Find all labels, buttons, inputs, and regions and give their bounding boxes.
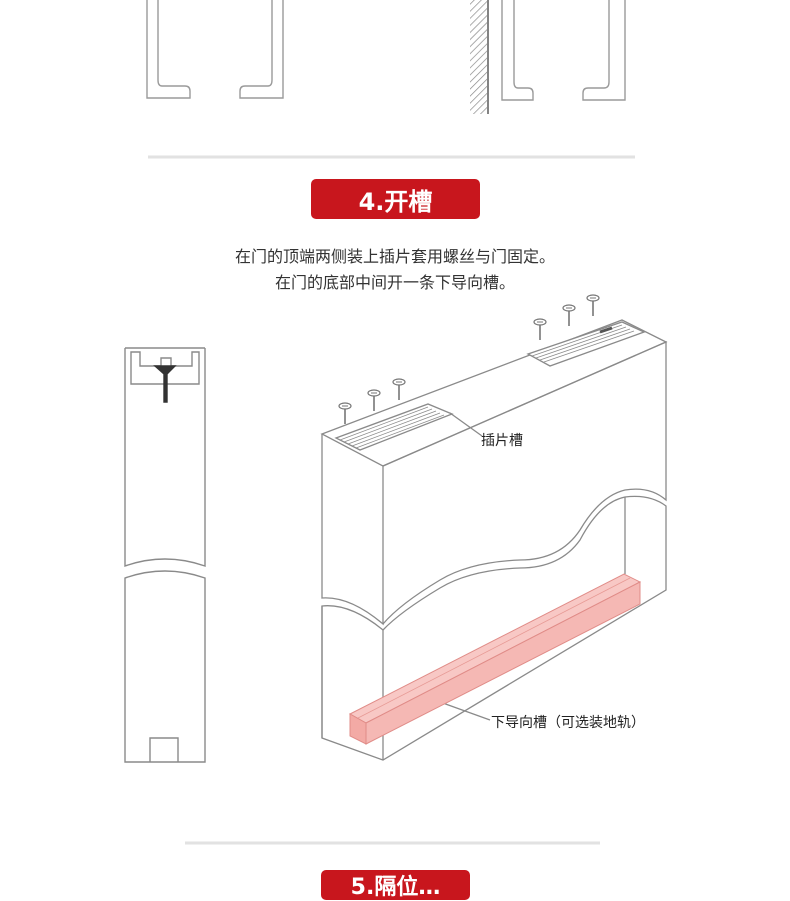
next-step-title-badge: 5.隔位… — [321, 870, 470, 900]
step-description-line-2: 在门的底部中间开一条下导向槽。 — [274, 273, 515, 292]
step-description-line-1: 在门的顶端两侧装上插片套用螺丝与门固定。 — [234, 247, 555, 266]
callout-bottom-guide-groove: 下导向槽（可选装地轨） — [491, 715, 645, 731]
rail-profile-wall — [470, 0, 626, 114]
door-slotting-diagram — [124, 0, 668, 845]
callout-insert-slot: 插片槽 — [481, 433, 523, 449]
rail-profile-left — [146, 0, 284, 99]
door-isometric — [320, 319, 668, 761]
step-title-badge: 4.开槽 — [311, 179, 480, 219]
door-side-section — [124, 347, 206, 763]
bottom-guide-groove — [348, 573, 642, 745]
